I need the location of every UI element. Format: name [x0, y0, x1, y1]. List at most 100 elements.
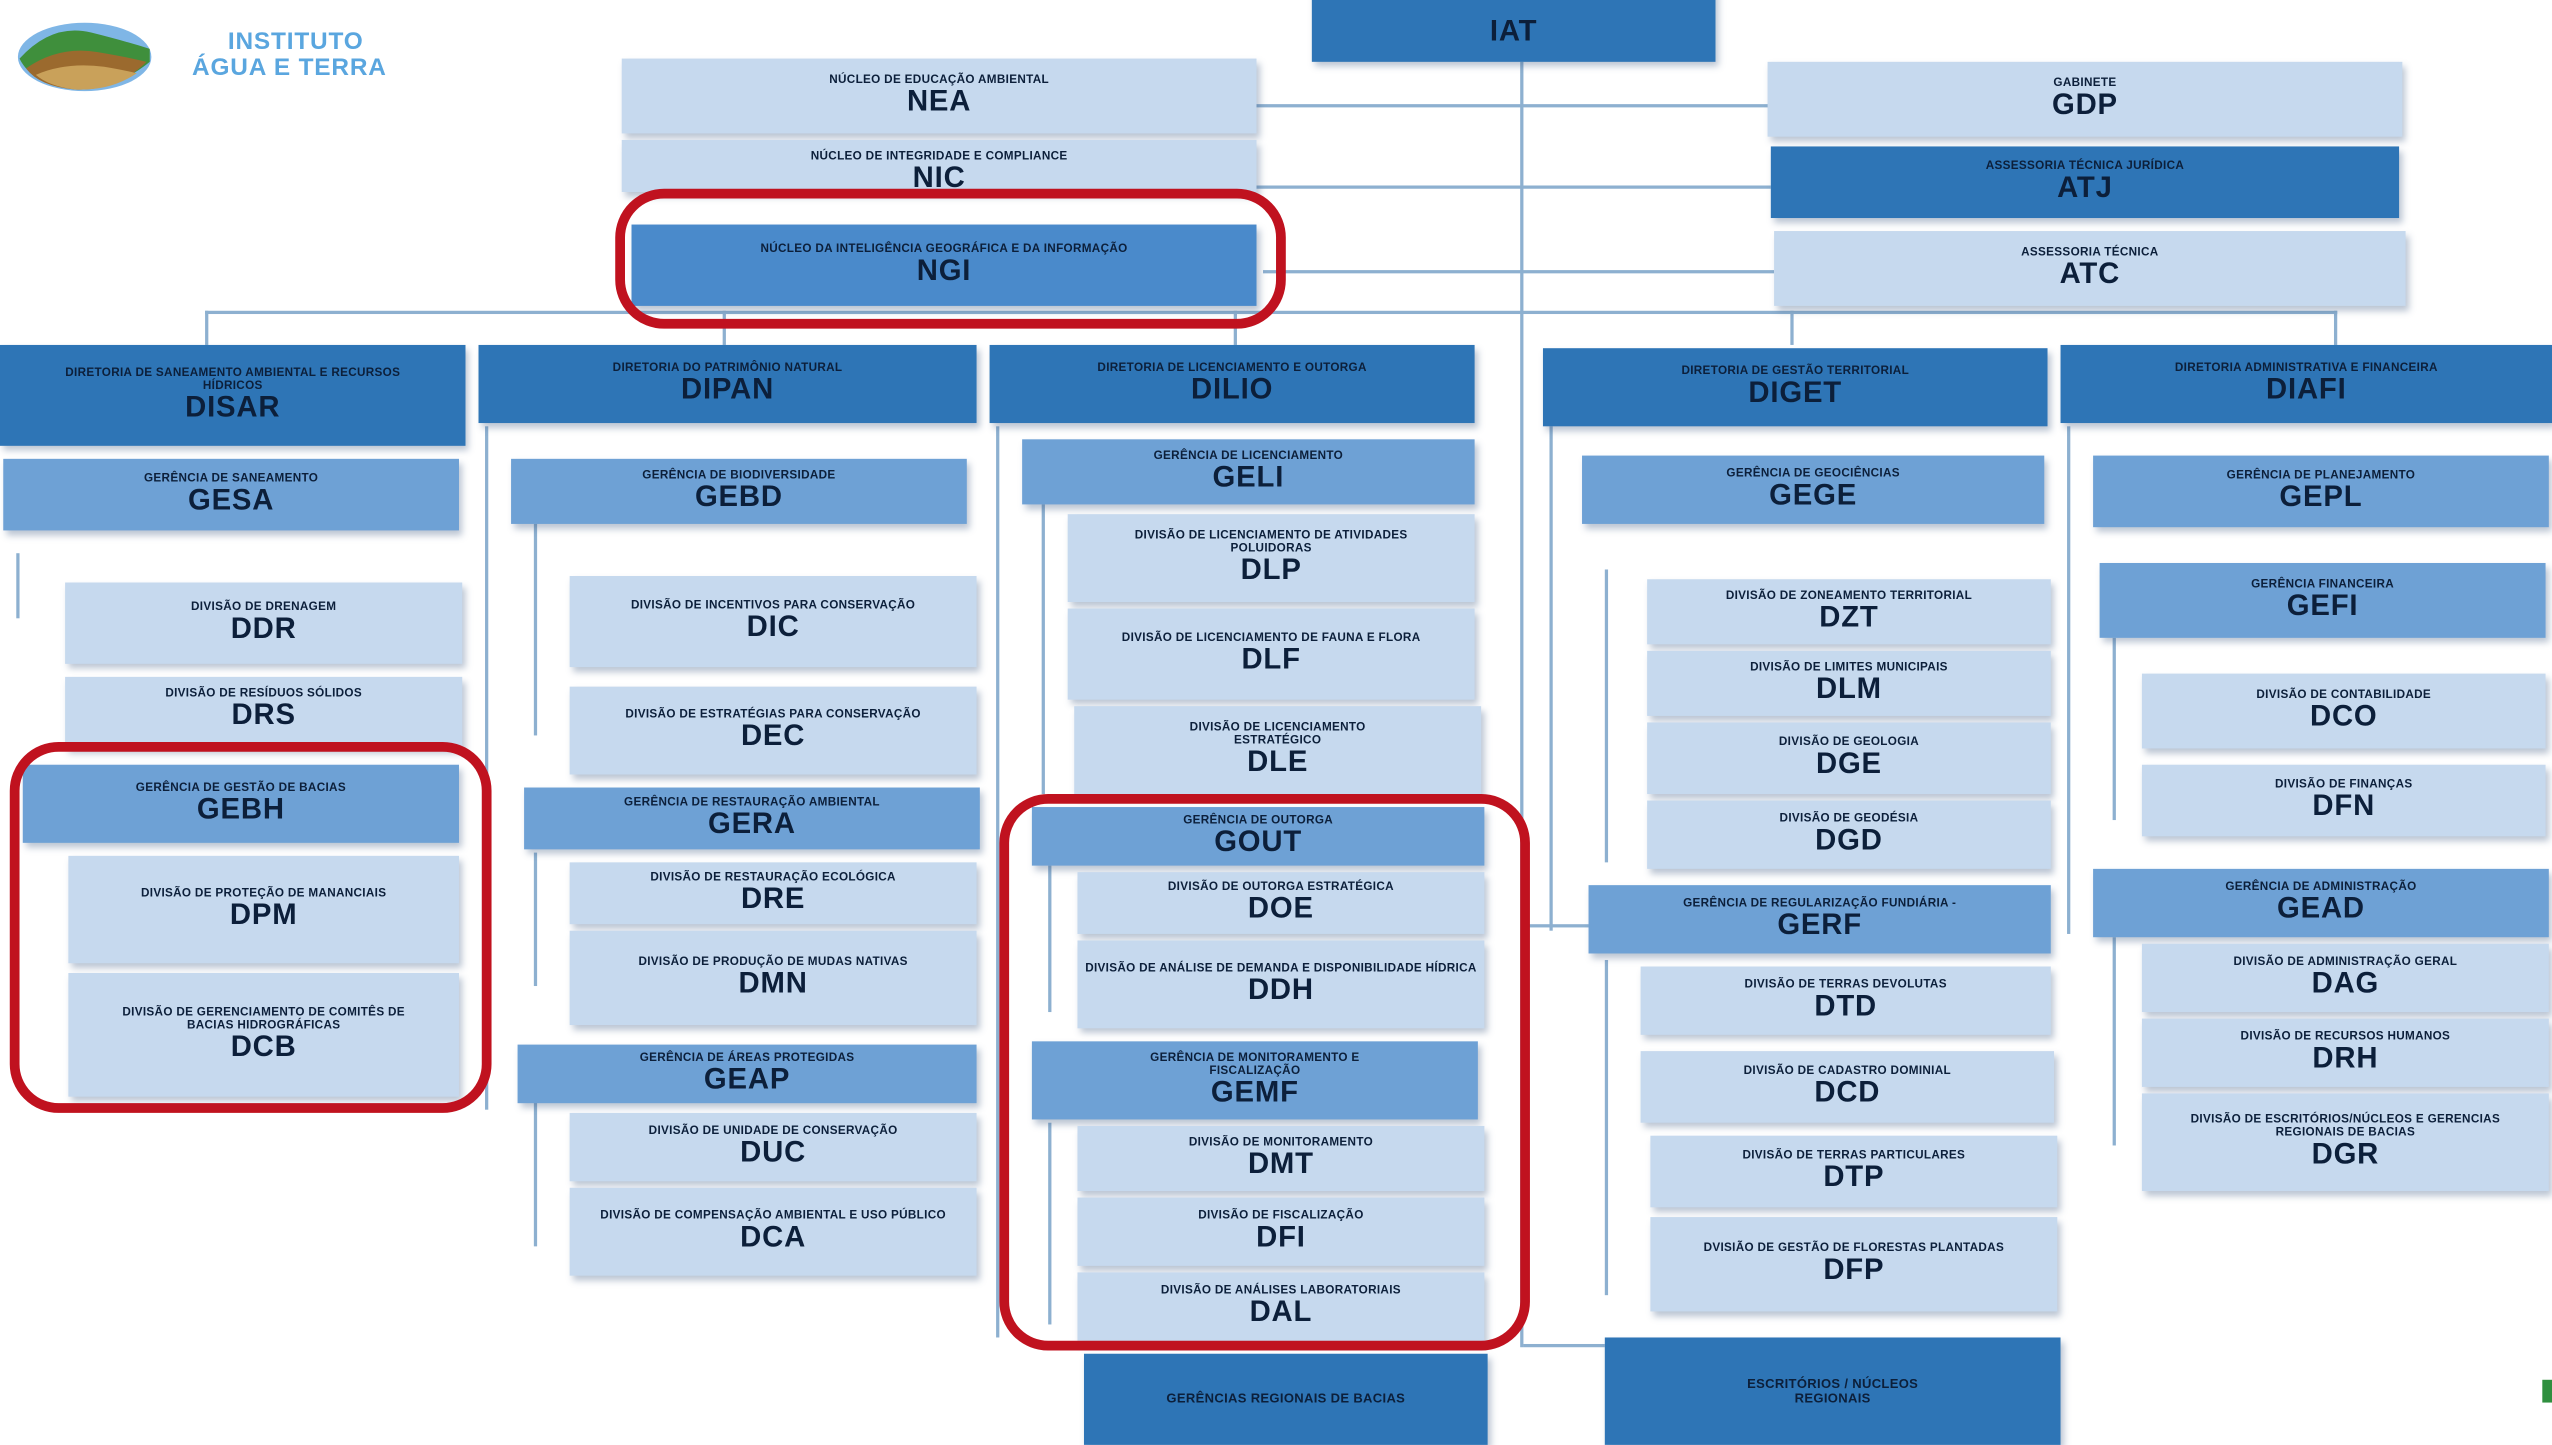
- org-box-dal[interactable]: DIVISÃO DE ANÁLISES LABORATORIAIS DAL: [1077, 1272, 1485, 1341]
- org-box-name: DIRETORIA DE SANEAMENTO AMBIENTAL E RECU…: [65, 364, 401, 393]
- org-box-dfi[interactable]: DIVISÃO DE FISCALIZAÇÃO DFI: [1077, 1197, 1485, 1266]
- org-box-dfn[interactable]: DIVISÃO DE FINANÇAS DFN: [2141, 764, 2546, 837]
- org-box-acronym: DRE: [740, 882, 806, 915]
- highlight-ngi: [615, 188, 1286, 329]
- org-box-duc[interactable]: DIVISÃO DE UNIDADE DE CONSERVAÇÃO DUC: [569, 1112, 977, 1182]
- org-box-dca[interactable]: DIVISÃO DE COMPENSAÇÃO AMBIENTAL E USO P…: [569, 1187, 977, 1276]
- org-box-dipan[interactable]: DIRETORIA DO PATRIMÔNIO NATURAL DIPAN: [478, 344, 977, 424]
- org-box-dilio[interactable]: DIRETORIA DE LICENCIAMENTO E OUTORGA DIL…: [989, 344, 1475, 424]
- org-box-dtp[interactable]: DIVISÃO DE TERRAS PARTICULARES DTP: [1650, 1135, 2058, 1208]
- org-box-dco[interactable]: DIVISÃO DE CONTABILIDADE DCO: [2141, 673, 2546, 749]
- org-box-name: GERÊNCIA DE REGULARIZAÇÃO FUNDIÁRIA -: [1683, 894, 1957, 910]
- org-box-gerencias-regionais[interactable]: GERÊNCIAS REGIONAIS DE BACIAS: [1083, 1353, 1488, 1445]
- org-box-doe[interactable]: DIVISÃO DE OUTORGA ESTRATÉGICA DOE: [1077, 872, 1485, 934]
- org-box-acronym: DAG: [2311, 966, 2380, 1000]
- org-box-disar[interactable]: DIRETORIA DE SANEAMENTO AMBIENTAL E RECU…: [0, 344, 466, 446]
- org-box-acronym: DMN: [738, 966, 808, 1000]
- org-box-name: GERÊNCIA DE ADMINISTRAÇÃO: [2225, 878, 2417, 894]
- org-box-atc[interactable]: ASSESSORIA TÉCNICA ATC: [1774, 231, 2406, 306]
- org-box-name: GERÊNCIA DE MONITORAMENTO E FISCALIZAÇÃO: [1150, 1049, 1360, 1078]
- org-box-geli[interactable]: GERÊNCIA DE LICENCIAMENTO GELI: [1022, 439, 1475, 505]
- org-box-gemf[interactable]: GERÊNCIA DE MONITORAMENTO E FISCALIZAÇÃO…: [1031, 1041, 1478, 1120]
- org-box-gdp[interactable]: GABINETE GDP: [1767, 61, 2403, 137]
- org-box-dzt[interactable]: DIVISÃO DE ZONEAMENTO TERRITORIAL DZT: [1647, 579, 2051, 645]
- org-box-gebh[interactable]: GERÊNCIA DE GESTÃO DE BACIAS GEBH: [22, 764, 459, 843]
- highlight-gebh: [9, 741, 492, 1113]
- org-box-diafi[interactable]: DIRETORIA ADMINISTRATIVA E FINANCEIRA DI…: [2060, 344, 2552, 424]
- org-box-acronym: DCA: [740, 1220, 807, 1254]
- org-box-name: DIVISÃO DE MONITORAMENTO: [1188, 1134, 1374, 1149]
- org-box-dfp[interactable]: DVISIÃO DE GESTÃO DE FLORESTAS PLANTADAS…: [1650, 1217, 2058, 1312]
- org-box-gout[interactable]: GERÊNCIA DE OUTORGA GOUT: [1031, 807, 1485, 866]
- org-box-acronym: DIAFI: [2266, 372, 2347, 406]
- org-box-name: GERÊNCIAS REGIONAIS DE BACIAS: [1166, 1391, 1406, 1407]
- org-box-acronym: DZT: [1819, 600, 1879, 634]
- org-box-escritorios-regionais[interactable]: ESCRITÓRIOS / NÚCLEOS REGIONAIS: [1604, 1337, 2061, 1445]
- org-box-gesa[interactable]: GERÊNCIA DE SANEAMENTO GESA: [3, 458, 459, 531]
- org-box-name: GERÊNCIA DE SANEAMENTO: [143, 470, 319, 485]
- org-box-drh[interactable]: DIVISÃO DE RECURSOS HUMANOS DRH: [2141, 1018, 2549, 1087]
- org-box-atj[interactable]: ASSESSORIA TÉCNICA JURÍDICA ATJ: [1770, 146, 2400, 219]
- org-box-name: GERÊNCIA DE LICENCIAMENTO: [1153, 447, 1344, 463]
- org-box-dag[interactable]: DIVISÃO DE ADMINISTRAÇÃO GERAL DAG: [2141, 943, 2549, 1013]
- org-box-iat[interactable]: IAT: [1311, 0, 1716, 62]
- org-box-dgr[interactable]: DIVISÃO DE ESCRITÓRIOS/NÚCLEOS E GERENCI…: [2141, 1093, 2549, 1192]
- org-box-name: DIVISÃO DE INCENTIVOS PARA CONSERVAÇÃO: [630, 597, 916, 612]
- org-box-dmn[interactable]: DIVISÃO DE PRODUÇÃO DE MUDAS NATIVAS DMN: [569, 930, 977, 1026]
- org-box-gerf[interactable]: GERÊNCIA DE REGULARIZAÇÃO FUNDIÁRIA - GE…: [1588, 885, 2051, 954]
- org-box-name: DIVISÃO DE RESTAURAÇÃO ECOLÓGICA: [650, 868, 896, 884]
- org-box-name: NÚCLEO DA INTELIGÊNCIA GEOGRÁFICA E DA I…: [760, 240, 1128, 256]
- org-box-acronym: DTP: [1823, 1160, 1885, 1194]
- org-box-dcd[interactable]: DIVISÃO DE CADASTRO DOMINIAL DCD: [1640, 1051, 2055, 1123]
- org-box-name: DIRETORIA DO PATRIMÔNIO NATURAL: [612, 359, 843, 375]
- org-box-acronym: DUC: [740, 1136, 807, 1169]
- org-box-dge[interactable]: DIVISÃO DE GEOLOGIA DGE: [1647, 722, 2051, 795]
- org-box-gefi[interactable]: GERÊNCIA FINANCEIRA GEFI: [2099, 562, 2546, 638]
- org-box-gebd[interactable]: GERÊNCIA DE BIODIVERSIDADE GEBD: [511, 458, 967, 524]
- org-box-dmt[interactable]: DIVISÃO DE MONITORAMENTO DMT: [1077, 1125, 1485, 1192]
- org-box-ddh[interactable]: DIVISÃO DE ANÁLISE DE DEMANDA E DISPONIB…: [1077, 940, 1485, 1029]
- org-box-ngi[interactable]: NÚCLEO DA INTELIGÊNCIA GEOGRÁFICA E DA I…: [631, 224, 1257, 306]
- org-box-ddr[interactable]: DIVISÃO DE DRENAGEM DDR: [65, 582, 463, 664]
- org-box-dre[interactable]: DIVISÃO DE RESTAURAÇÃO ECOLÓGICA DRE: [569, 862, 977, 925]
- org-box-dlp[interactable]: DIVISÃO DE LICENCIAMENTO DE ATIVIDADES P…: [1067, 514, 1475, 603]
- org-box-dcb[interactable]: DIVISÃO DE GERENCIAMENTO DE COMITÊS DE B…: [68, 973, 459, 1097]
- org-box-gera[interactable]: GERÊNCIA DE RESTAURAÇÃO AMBIENTAL GERA: [524, 787, 980, 850]
- connector-line: [1604, 959, 1609, 1296]
- org-box-name: DIVISÃO DE CONTABILIDADE: [2256, 686, 2432, 702]
- org-box-name: DIRETORIA ADMINISTRATIVA E FINANCEIRA: [2174, 359, 2438, 375]
- org-box-nea[interactable]: NÚCLEO DE EDUCAÇÃO AMBIENTAL NEA: [621, 58, 1257, 134]
- org-box-drs[interactable]: DIVISÃO DE RESÍDUOS SÓLIDOS DRS: [65, 676, 463, 749]
- org-box-diget[interactable]: DIRETORIA DE GESTÃO TERRITORIAL DIGET: [1542, 348, 2048, 427]
- org-box-geap[interactable]: GERÊNCIA DE ÁREAS PROTEGIDAS GEAP: [517, 1044, 977, 1104]
- org-box-acronym: DGE: [1815, 747, 1882, 780]
- org-box-gege[interactable]: GERÊNCIA DE GEOCIÊNCIAS GEGE: [1582, 455, 2045, 524]
- org-box-name: DIVISÃO DE ESCRITÓRIOS/NÚCLEOS E GERENCI…: [2190, 1111, 2501, 1140]
- logo: INSTITUTO ÁGUA E TERRA: [16, 7, 455, 98]
- connector-line: [1048, 865, 1052, 1013]
- org-box-acronym: DRS: [231, 698, 296, 732]
- org-box-name: DIVISÃO DE COMPENSAÇÃO AMBIENTAL E USO P…: [600, 1207, 946, 1222]
- org-box-gead[interactable]: GERÊNCIA DE ADMINISTRAÇÃO GEAD: [2093, 868, 2549, 938]
- org-box-dic[interactable]: DIVISÃO DE INCENTIVOS PARA CONSERVAÇÃO D…: [569, 575, 977, 668]
- org-box-name: GERÊNCIA DE GESTÃO DE BACIAS: [135, 779, 346, 794]
- org-box-name: DIVISÃO DE LICENCIAMENTO DE ATIVIDADES P…: [1134, 526, 1408, 555]
- org-box-name: ASSESSORIA TÉCNICA: [2021, 243, 2159, 259]
- org-box-acronym: DISAR: [185, 391, 281, 424]
- org-box-dgd[interactable]: DIVISÃO DE GEODÉSIA DGD: [1647, 800, 2051, 869]
- org-box-dtd[interactable]: DIVISÃO DE TERRAS DEVOLUTAS DTD: [1640, 966, 2051, 1035]
- org-box-dpm[interactable]: DIVISÃO DE PROTEÇÃO DE MANANCIAIS DPM: [68, 855, 459, 964]
- org-box-dlf[interactable]: DIVISÃO DE LICENCIAMENTO DE FAUNA E FLOR…: [1067, 608, 1475, 700]
- org-box-name: DIVISÃO DE ESTRATÉGIAS PARA CONSERVAÇÃO: [625, 706, 921, 721]
- org-box-name: DIVISÃO DE UNIDADE DE CONSERVAÇÃO: [648, 1122, 898, 1138]
- logo-emblem-icon: [17, 22, 152, 92]
- org-box-nic[interactable]: NÚCLEO DE INTEGRIDADE E COMPLIANCE NIC: [621, 139, 1257, 192]
- connector-line: [16, 553, 20, 619]
- org-box-acronym: NIC: [912, 161, 966, 192]
- org-box-dec[interactable]: DIVISÃO DE ESTRATÉGIAS PARA CONSERVAÇÃO …: [569, 686, 977, 775]
- org-box-gepl[interactable]: GERÊNCIA DE PLANEJAMENTO GEPL: [2093, 455, 2549, 528]
- connector-line: [1520, 61, 1524, 1348]
- org-box-dle[interactable]: DIVISÃO DE LICENCIAMENTO ESTRATÉGICO DLE: [1074, 706, 1482, 795]
- org-box-dlm[interactable]: DIVISÃO DE LIMITES MUNICIPAIS DLM: [1647, 650, 2051, 716]
